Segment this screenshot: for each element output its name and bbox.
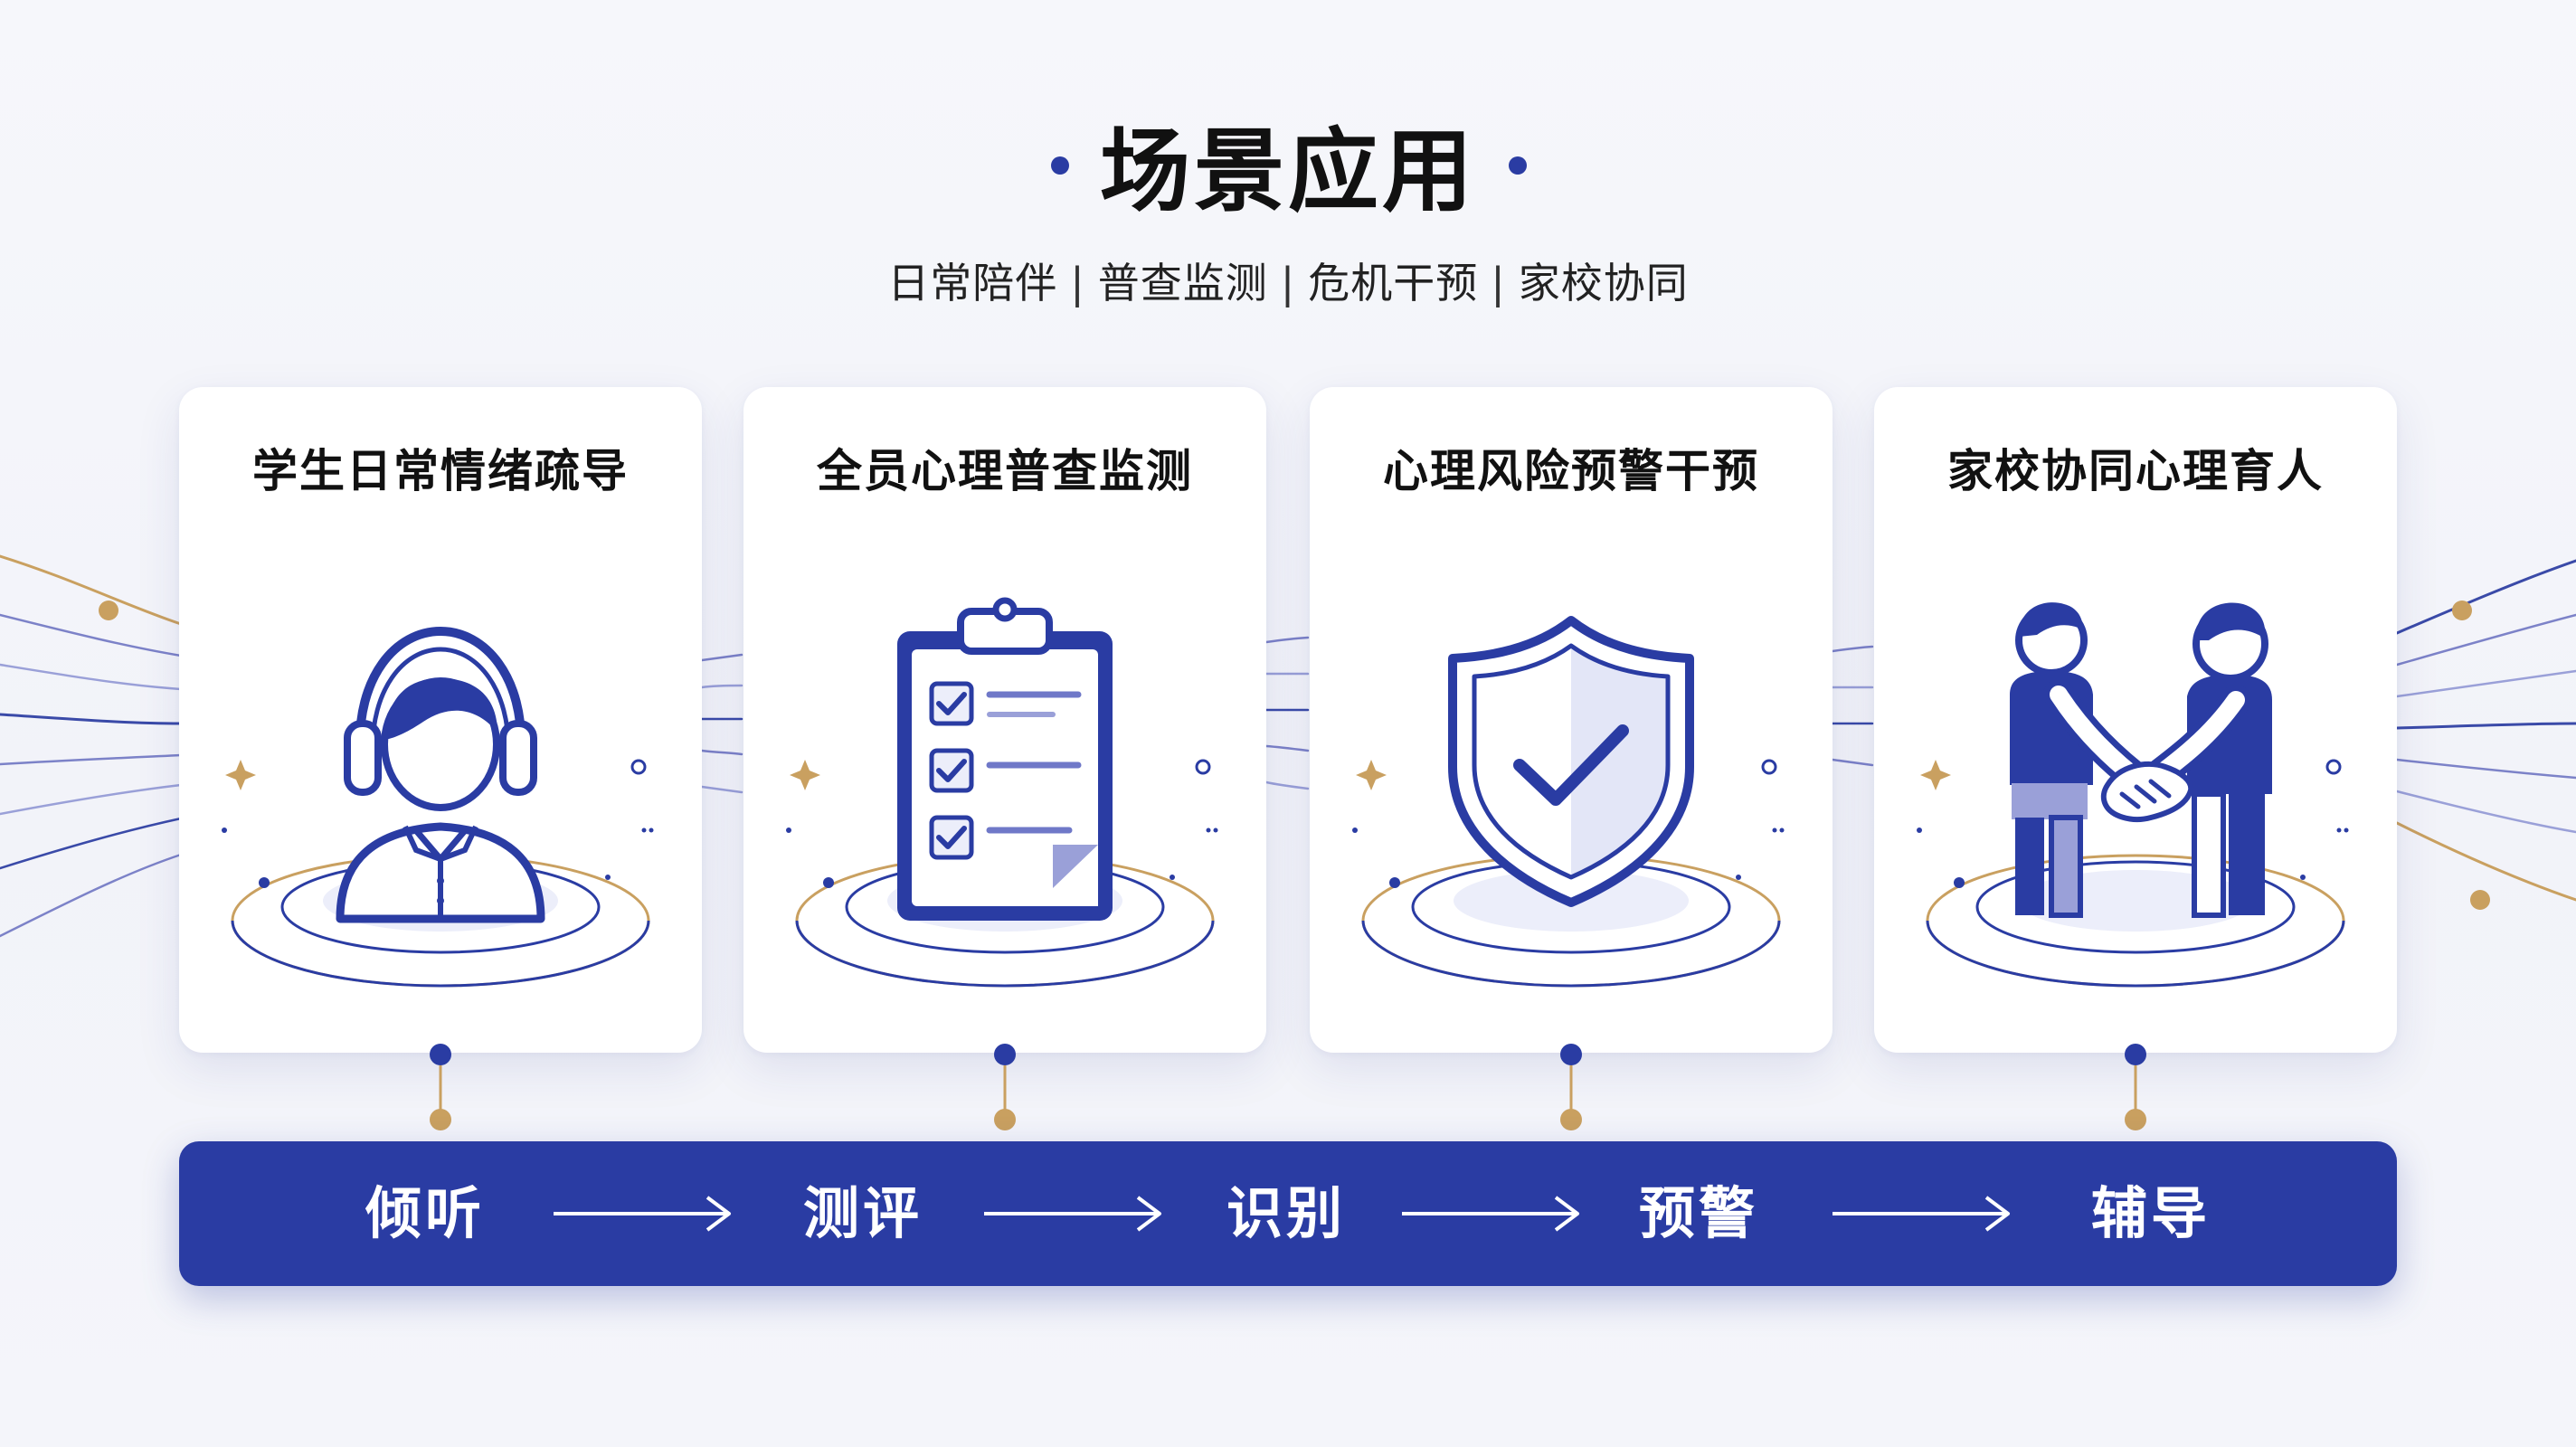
headphones-person-icon — [222, 626, 654, 988]
header-line-right — [1509, 156, 2370, 175]
card-risk-warning: 心理风险预警干预 — [1310, 387, 1833, 1053]
card-title: 心理风险预警干预 — [1383, 445, 1759, 497]
left-flow-lines — [0, 554, 183, 938]
connector-2 — [994, 1044, 1016, 1130]
card-title: 家校协同心理育人 — [1947, 445, 2324, 497]
connector-3 — [1560, 1044, 1582, 1130]
inter-card-lines — [700, 636, 1874, 794]
arrow-right-icon — [1833, 1196, 2010, 1232]
right-flow-lines — [2395, 559, 2576, 910]
clipboard-checklist-icon — [786, 597, 1218, 988]
flow-step-counsel: 辅导 — [2091, 1180, 2211, 1246]
subtitle-separator: | — [1280, 259, 1296, 307]
arrow-right-icon — [1402, 1196, 1579, 1232]
page-subtitle: 日常陪伴|普查监测|危机干预|家校协同 — [0, 251, 2576, 315]
handshake-icon — [1917, 602, 2349, 988]
header-line-left — [271, 156, 1069, 175]
card-title: 学生日常情绪疏导 — [252, 445, 629, 497]
card-emotional-guidance: 学生日常情绪疏导 — [179, 387, 702, 1053]
process-flow-bar: 倾听 测评 识别 预警 辅导 — [179, 1141, 2397, 1286]
connector-4 — [2125, 1044, 2146, 1130]
shield-check-icon — [1352, 616, 1785, 988]
arrow-right-icon — [554, 1196, 731, 1232]
arrow-right-icon — [984, 1196, 1161, 1232]
subtitle-separator: | — [1070, 259, 1085, 307]
card-psychological-survey: 全员心理普查监测 — [743, 387, 1266, 1053]
card-title: 全员心理普查监测 — [817, 445, 1193, 497]
connector-1 — [430, 1044, 451, 1130]
subtitle-item-home-school: 家校协同 — [1518, 259, 1689, 307]
flow-step-listen: 倾听 — [365, 1180, 486, 1246]
flow-step-identify: 识别 — [1226, 1180, 1347, 1246]
card-home-school: 家校协同心理育人 — [1874, 387, 2397, 1053]
page-title: 场景应用 — [1100, 118, 1476, 224]
flow-step-warn: 预警 — [1639, 1180, 1759, 1246]
flow-step-assess: 测评 — [803, 1180, 923, 1246]
subtitle-separator: | — [1491, 259, 1506, 307]
subtitle-item-crisis: 危机干预 — [1308, 259, 1479, 307]
subtitle-item-survey: 普查监测 — [1097, 259, 1268, 307]
subtitle-item-daily: 日常陪伴 — [887, 259, 1058, 307]
